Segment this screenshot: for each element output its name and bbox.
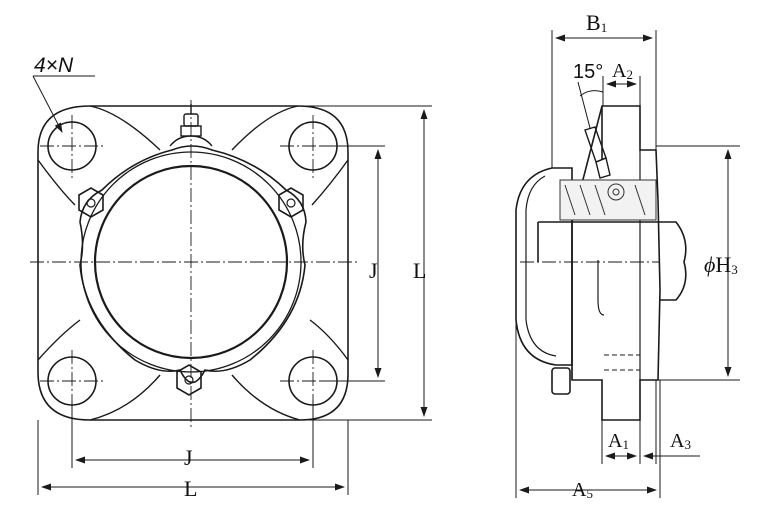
grease-nipple-side [584, 126, 611, 179]
dim-J-vertical-label: J [369, 258, 378, 283]
dim-B1-label: B1 [586, 10, 607, 35]
front-dimensions [32, 75, 432, 495]
flange-body [571, 105, 661, 421]
front-view [30, 100, 358, 430]
dim-A1-label: A1 [608, 430, 629, 452]
dim-L-horizontal-label: L [184, 476, 197, 501]
housing-left-body [515, 167, 573, 366]
hex-screw-left [78, 187, 104, 218]
flange-webs [37, 105, 349, 421]
dim-A3-label: A3 [670, 430, 691, 452]
hex-screw-bottom [176, 364, 202, 396]
section-hatch [559, 179, 657, 221]
dim-L-vertical-label: L [413, 258, 426, 283]
angle-label: 15° [573, 61, 603, 83]
dim-H3-label: ϕH3 [704, 252, 738, 277]
shaft [538, 221, 687, 301]
hex-screw-right [278, 187, 304, 218]
dim-A5-label: A5 [572, 479, 593, 501]
center-lines [30, 100, 358, 430]
dim-J-horizontal-label: J [184, 445, 193, 470]
angle-arc [579, 90, 604, 97]
side-view [515, 105, 687, 421]
side-dimensions [515, 30, 740, 498]
dim-A2-label: A2 [612, 60, 633, 82]
housing-outer-ring [79, 145, 307, 384]
bottom-screw [551, 367, 571, 395]
bolt-note-label: 4×N [34, 54, 74, 77]
